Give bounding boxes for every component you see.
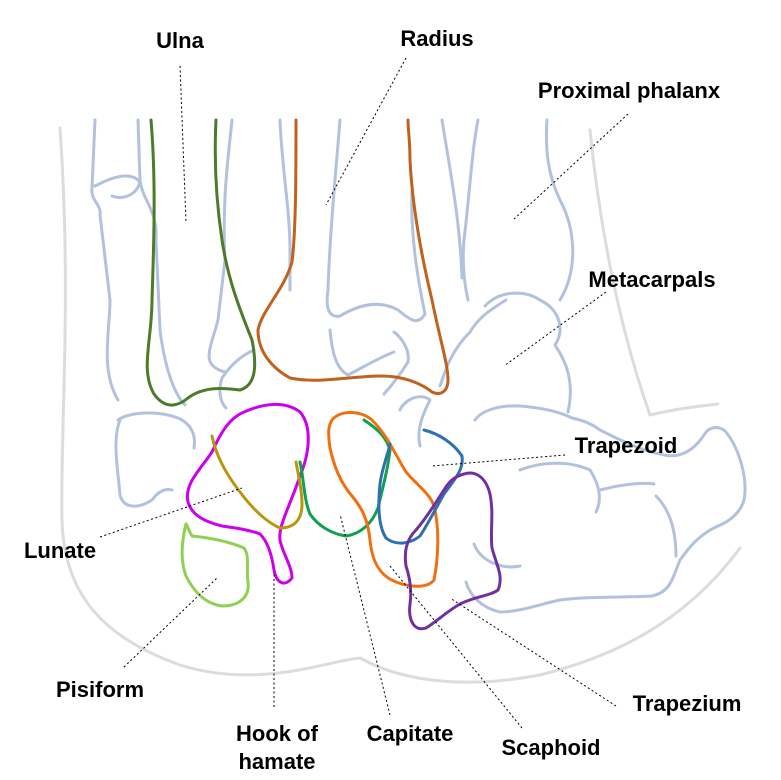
label-radius: Radius: [400, 26, 473, 51]
capitate-leader: [339, 513, 391, 716]
pisiform-leader: [123, 577, 218, 668]
scaphoid-leader: [389, 565, 523, 729]
label-proximal-phalanx: Proximal phalanx: [538, 78, 721, 103]
capitate-outline: [298, 418, 392, 538]
hand-outline: [58, 126, 742, 684]
trapezium-leader: [449, 597, 617, 707]
label-hook-of-hamate-line1: Hook of: [236, 721, 319, 746]
trapezium-outline: [403, 471, 502, 631]
pisiform-outline: [180, 522, 250, 608]
label-capitate: Capitate: [367, 721, 454, 746]
triquetrum-outline: [210, 434, 304, 530]
background-bones: [90, 118, 747, 614]
ulna-outline: [145, 118, 257, 407]
leader-lines: [99, 57, 629, 729]
lunate-outline: [185, 403, 310, 585]
label-scaphoid: Scaphoid: [501, 735, 600, 760]
label-hook-of-hamate-line2: hamate: [238, 749, 315, 774]
label-ulna: Ulna: [156, 28, 204, 53]
labels: Ulna Radius Proximal phalanx Metacarpals…: [24, 26, 741, 774]
scaphoid-outline: [327, 411, 440, 588]
label-lunate: Lunate: [24, 538, 96, 563]
ulna-leader: [179, 65, 187, 223]
trapezoid-outline: [377, 428, 464, 545]
radius-leader: [325, 57, 407, 206]
proximal-phalanx-leader: [512, 113, 629, 221]
label-pisiform: Pisiform: [56, 677, 144, 702]
metacarpals-leader: [503, 291, 607, 367]
label-trapezium: Trapezium: [633, 691, 742, 716]
label-metacarpals: Metacarpals: [588, 267, 715, 292]
label-trapezoid: Trapezoid: [575, 433, 678, 458]
radius-outline: [256, 118, 450, 395]
